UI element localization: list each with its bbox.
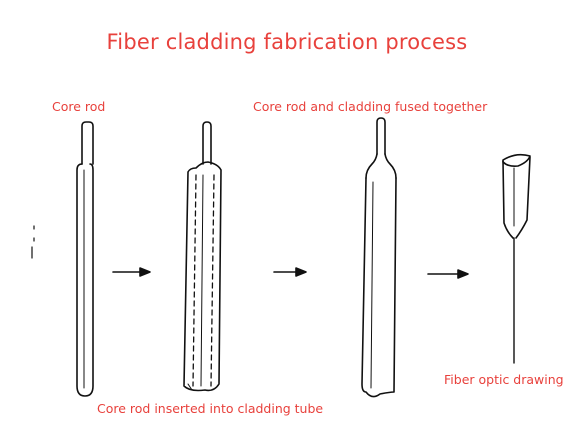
stage-core-in-tube <box>183 121 222 392</box>
arrow-3 <box>427 269 469 279</box>
stage-fused-preform <box>361 117 397 398</box>
edge-marks <box>31 225 35 259</box>
stage-fiber-drawing <box>502 153 531 364</box>
arrow-2 <box>273 267 307 277</box>
core-rod-tip <box>81 121 94 165</box>
tube-dashed-right <box>210 174 215 387</box>
preform-cone <box>502 156 531 239</box>
fused-rod-tip <box>376 117 386 155</box>
fused-neck <box>365 153 378 179</box>
diagram-title: Fiber cladding fabrication process <box>106 30 468 54</box>
tube-dashed-left <box>192 174 197 387</box>
fused-inner-line <box>370 181 374 389</box>
label-core-rod: Core rod <box>52 99 106 114</box>
label-core-cladding-fused: Core rod and cladding fused together <box>253 99 488 114</box>
label-core-rod-inserted: Core rod inserted into cladding tube <box>97 401 324 416</box>
stage-core-rod <box>76 121 94 397</box>
arrow-1 <box>112 267 151 277</box>
cladding-tube-outline <box>183 161 222 392</box>
preform-top-rim <box>502 153 531 167</box>
inserted-rod-tip <box>202 121 212 165</box>
tube-inner-wall <box>200 174 204 387</box>
fused-body <box>361 177 397 398</box>
label-fiber-drawing: Fiber optic drawing <box>444 372 564 387</box>
core-rod-body <box>76 163 94 397</box>
